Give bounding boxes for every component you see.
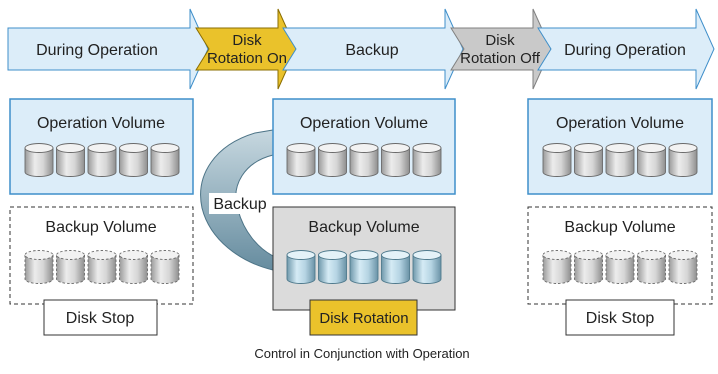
disk-icon xyxy=(637,143,666,177)
backup-volume-label: Backup Volume xyxy=(308,219,419,236)
disk-icon xyxy=(542,250,572,284)
backup-disk-group xyxy=(542,250,698,284)
flow-step-label: Backup xyxy=(345,42,398,59)
disk-icon xyxy=(24,250,54,284)
disk-icon xyxy=(56,143,85,177)
status-label-box xyxy=(43,299,158,336)
disk-icon xyxy=(87,250,117,284)
backup-volume-label: Backup Volume xyxy=(564,219,675,236)
disk-icon xyxy=(286,143,316,177)
disk-icon xyxy=(56,250,85,284)
disk-icon xyxy=(150,250,180,284)
flow-step-label-line: Disk xyxy=(232,32,262,49)
disk-icon xyxy=(668,143,698,177)
operation-volume-label: Operation Volume xyxy=(300,115,428,132)
disk-icon xyxy=(24,143,54,177)
flow-step-shape xyxy=(450,8,552,90)
flow-step-label-line: Disk xyxy=(485,32,515,49)
disk-icon xyxy=(668,250,698,284)
flow-step-shape xyxy=(195,8,297,90)
status-label-box xyxy=(309,299,418,336)
disk-icon xyxy=(349,143,379,177)
flow-step-label-line: Rotation On xyxy=(207,50,287,67)
backup-arrow-label-bg xyxy=(209,193,271,214)
disk-icon xyxy=(119,143,148,177)
disk-icon xyxy=(381,250,410,284)
disk-icon xyxy=(605,250,635,284)
status-label: Disk Stop xyxy=(66,310,135,327)
disk-icon xyxy=(412,143,442,177)
disk-icon xyxy=(637,250,666,284)
operation-disk-group xyxy=(24,143,180,177)
operation-disk-group xyxy=(286,143,442,177)
disk-icon xyxy=(119,250,148,284)
backup-arrow-label: Backup xyxy=(213,196,266,213)
flow-step-shape xyxy=(537,8,715,90)
operation-volume-label: Operation Volume xyxy=(556,115,684,132)
operation-disk-group xyxy=(542,143,698,177)
disk-icon xyxy=(286,250,316,284)
disk-icon xyxy=(318,143,347,177)
operation-volume-label: Operation Volume xyxy=(37,115,165,132)
flow-step-backup: Backup xyxy=(282,8,464,90)
flow-step-label: During Operation xyxy=(36,42,158,59)
column-1: Operation Volume Backup Volume Disk Stop xyxy=(9,98,194,336)
backup-disk-group xyxy=(286,250,442,284)
disk-icon xyxy=(574,143,603,177)
disk-icon xyxy=(605,143,635,177)
status-label: Disk Stop xyxy=(586,310,655,327)
disk-icon xyxy=(574,250,603,284)
disk-icon xyxy=(381,143,410,177)
disk-icon xyxy=(150,143,180,177)
backup-volume-label: Backup Volume xyxy=(45,219,156,236)
flow-step-label: During Operation xyxy=(564,42,686,59)
flow-step-during-operation-1: During Operation xyxy=(7,8,209,90)
column-2: Operation Volume Backup Volume Disk Rota… xyxy=(272,98,456,336)
flow-step-shape xyxy=(282,8,464,90)
disk-icon xyxy=(349,250,379,284)
flow-step-label-line: Rotation Off xyxy=(460,50,541,67)
disk-icon xyxy=(412,250,442,284)
flow-step-during-operation-2: During Operation xyxy=(537,8,715,90)
backup-disk-group xyxy=(24,250,180,284)
status-label-box xyxy=(565,299,675,336)
column-3: Operation Volume Backup Volume Disk Stop xyxy=(527,98,713,336)
disk-icon xyxy=(87,143,117,177)
diagram-caption: Control in Conjunction with Operation xyxy=(254,346,469,361)
disk-icon xyxy=(542,143,572,177)
status-label: Disk Rotation xyxy=(319,310,408,327)
disk-icon xyxy=(318,250,347,284)
